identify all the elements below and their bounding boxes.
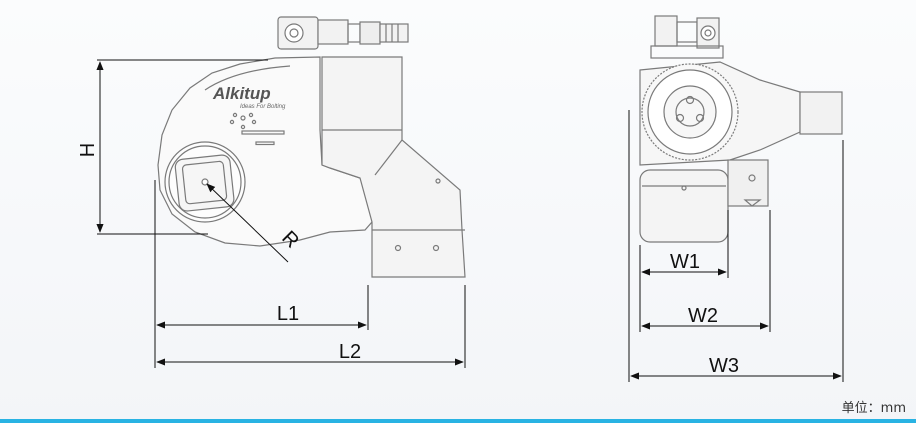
cylinder-block — [321, 56, 466, 278]
dim-r-line — [206, 183, 289, 263]
brand-name: Alkitup — [212, 84, 271, 103]
unit-label: 单位：mm — [841, 401, 906, 416]
dim-l2-label: L2 — [339, 341, 361, 363]
side-dimensions — [96, 59, 466, 368]
dim-w1-label: W1 — [670, 251, 700, 273]
dim-w3-label: W3 — [709, 355, 739, 377]
dot-pattern — [229, 112, 257, 130]
front-dimensions — [628, 110, 844, 382]
dim-l1-label: L1 — [277, 303, 299, 325]
square-drive — [164, 141, 246, 223]
front-view — [639, 15, 843, 243]
front-swivel-fitting — [650, 15, 724, 59]
swivel-fitting — [277, 16, 409, 50]
brand-tagline: Ideas For Bolting — [240, 104, 286, 110]
reaction-block — [639, 169, 729, 243]
dim-h-label: H — [77, 143, 99, 157]
side-view: Alkitup Ideas For Bolting — [157, 16, 466, 278]
dim-w2-label: W2 — [688, 305, 718, 327]
brand-logo: Alkitup Ideas For Bolting — [212, 84, 286, 110]
accent-bar — [0, 419, 916, 423]
